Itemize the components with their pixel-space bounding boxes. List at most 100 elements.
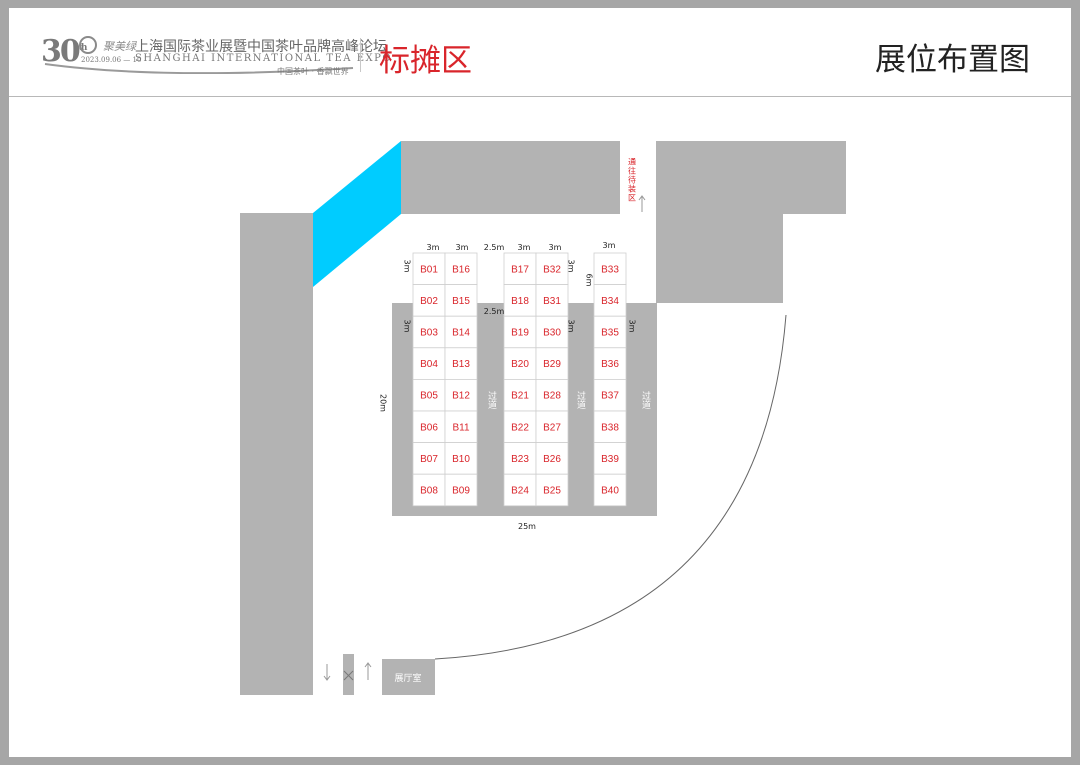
dim-total-height: 20m [379,394,388,412]
booth-b12 [444,378,478,412]
event-name-en: SHANGHAI INTERNATIONAL TEA EXPO [135,53,393,64]
aisle-label-1: 过道 [486,390,497,410]
booth-label: B09 [452,486,470,497]
dim-col3-width: 3m [518,243,531,252]
booth-b07 [412,442,446,475]
top-center-block [401,141,620,214]
booth-label: B07 [420,454,438,465]
aisle-label-2: 过道 [575,390,586,410]
booth-label: B32 [543,264,561,275]
layout-sheet: 30th 聚美绿 上海国际茶业展暨中国茶叶品牌高峰论坛 2023.09.06 —… [9,8,1071,757]
booth-label: B06 [420,422,438,433]
dim-gap-top: 2.5m [484,243,505,252]
booth-label: B33 [601,264,619,275]
booth-b23 [503,442,537,475]
booth-label: B40 [601,486,619,497]
boundary-curve [434,314,787,660]
booth-b20 [503,347,537,380]
dim-col1-width: 3m [427,243,440,252]
booth-label: B10 [452,454,470,465]
event-slogan: 中国茶叶 · 香飘世界 [277,67,349,76]
booth-label: B05 [420,391,438,402]
dim-col5-width: 3m [603,241,616,250]
logo-swoosh-icon [44,63,354,74]
booth-label: B21 [511,391,529,402]
booth-label: B18 [511,296,529,307]
booth-b35 [593,315,627,349]
waiting-area-label: 通往待装区 [628,157,637,203]
booth-label: B12 [452,391,470,402]
booth-label: B11 [452,422,469,433]
booth-label: B19 [511,328,529,339]
event-date: 2023.09.06 — 10 [81,56,142,64]
dim-row-depth-5: 3m [628,320,637,333]
booth-b10 [444,442,478,475]
booth-b38 [593,410,627,444]
booth-b33 [593,252,627,286]
booth-b25 [535,473,569,507]
booth-label: B14 [452,328,470,339]
booth-label: B25 [543,486,561,497]
booth-b08 [412,473,446,507]
dim-row-depth-4: 3m [567,320,576,333]
booth-b32 [535,252,569,286]
booth-label: B15 [452,296,470,307]
booth-label: B03 [420,328,438,339]
dim-gap-mid: 2.5m [484,307,505,316]
booth-label: B24 [511,486,529,497]
booth-label: B26 [543,454,561,465]
booth-b37 [593,378,627,412]
booth-label: B27 [543,422,561,433]
booth-b15 [444,284,478,317]
svg-text:通往待装区: 通往待装区 [628,157,637,203]
booth-b26 [535,442,569,475]
booth-label: B20 [511,359,529,370]
booth-label: B04 [420,359,438,370]
page-title: 展位布置图 [875,42,1030,78]
booth-label: B16 [452,264,470,275]
right-mid-block [656,214,783,303]
entrance-post [343,654,354,695]
dim-total-width: 25m [518,522,536,531]
booth-b29 [535,347,569,380]
booth-b31 [535,284,569,317]
hall-label: 展厅室 [394,672,421,684]
section-title: 标摊区 [379,43,472,79]
dim-col2-width: 3m [456,243,469,252]
top-right-block [656,141,846,214]
booth-label: B28 [543,391,561,402]
booth-label: B13 [452,359,470,370]
logo-brand: 聚美绿 [103,40,136,53]
booth-b05 [412,378,446,412]
dim-col4-width: 3m [549,243,562,252]
booth-label: B23 [511,454,529,465]
booth-b40 [593,473,627,507]
booth-b04 [412,347,446,380]
booth-label: B17 [511,264,529,275]
booth-label: B31 [543,296,561,307]
booth-b24 [503,473,537,507]
booth-label: B22 [511,422,529,433]
dim-row-depth-2: 3m [403,320,412,333]
dim-row-depth-3: 3m [567,260,576,273]
booth-label: B39 [601,454,619,465]
booth-b01 [412,252,446,286]
event-name-cn: 上海国际茶业展暨中国茶叶品牌高峰论坛 [135,39,387,55]
booth-b16 [444,252,478,286]
booth-b28 [535,378,569,412]
booth-label: B35 [601,328,619,339]
booth-b02 [412,284,446,317]
booth-label: B30 [543,328,561,339]
aisle-label-3: 过道 [640,390,651,410]
dim-depth-6m: 6m [585,274,594,287]
booth-b09 [444,473,478,507]
hall-room-block [382,659,435,695]
highlight-corridor [313,141,401,287]
booth-label: B29 [543,359,561,370]
booth-b34 [593,284,627,317]
booth-b19 [503,315,537,349]
booth-label: B37 [601,391,619,402]
dim-row-depth-1: 3m [403,260,412,273]
booth-label: B38 [601,422,619,433]
